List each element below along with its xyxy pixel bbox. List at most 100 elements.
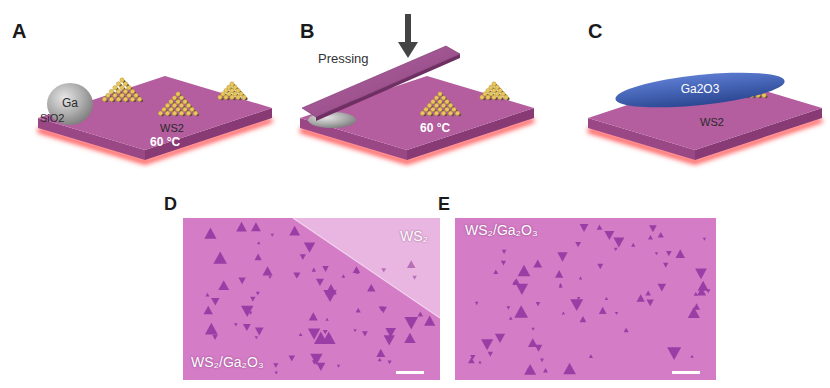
tungsten-atom (109, 97, 113, 101)
tungsten-atom (165, 111, 169, 115)
ws2-flake (475, 302, 479, 305)
node-text: WS₂/Ga₂O₃ (191, 354, 264, 370)
tungsten-atom (452, 107, 456, 111)
ws2-flake (207, 311, 210, 314)
ws2-flake (293, 272, 300, 278)
ws2-flake (481, 339, 493, 350)
tungsten-atom (445, 100, 449, 104)
ws2-flake (536, 302, 541, 306)
action-label: Pressing (318, 52, 369, 67)
tungsten-atom (434, 103, 438, 107)
tungsten-atom (420, 111, 424, 115)
ws2-flake (658, 232, 664, 237)
substrate-top (38, 76, 272, 150)
bare-ws2-region (293, 218, 440, 318)
tungsten-atom (165, 103, 169, 107)
tungsten-atom (158, 111, 162, 115)
ws2-flake (353, 329, 356, 332)
ws2-flake (543, 368, 548, 372)
ws2-flake (238, 277, 245, 284)
tungsten-atom (236, 95, 240, 99)
ws2-flake (308, 328, 320, 339)
ws2-flake (514, 305, 528, 318)
ws2-flake (533, 260, 542, 268)
panel-letter: E (438, 194, 450, 215)
ws2-flake (255, 336, 258, 339)
node-text: Ga2O3 (612, 70, 788, 110)
ws2-flake (513, 278, 520, 285)
ws2-flake (353, 266, 361, 273)
ws2-flake (342, 274, 346, 277)
tungsten-atom (438, 100, 442, 104)
ws2-flake (599, 307, 607, 314)
ws2-flake (631, 243, 635, 247)
ws2-flake (518, 265, 531, 277)
tungsten-atom (492, 95, 496, 99)
tungsten-atom (123, 89, 127, 93)
tungsten-atom (123, 97, 127, 101)
ws2-flake (613, 238, 624, 248)
micrograph: WS₂WS₂/Ga₂O₃ (183, 218, 440, 380)
ws2-flake (604, 231, 614, 240)
ws2-flake (614, 248, 618, 251)
tungsten-atom (448, 111, 452, 115)
ws2-flake (323, 330, 328, 334)
ws2-flake (337, 365, 340, 368)
ws2-flake (424, 315, 435, 325)
ws2-flake (407, 260, 415, 268)
tungsten-atom (218, 95, 222, 99)
micrograph-ground (455, 218, 716, 380)
tungsten-atom (224, 95, 228, 99)
ws2-flake (378, 358, 382, 362)
ws2-flake (562, 312, 565, 315)
ws2-flake (271, 234, 274, 237)
tungsten-atom (109, 89, 113, 93)
ws2-flake (299, 333, 303, 336)
tungsten-atom (113, 93, 117, 97)
tungsten-atom (441, 111, 445, 115)
ws2-flake (251, 222, 261, 231)
node-shape (455, 218, 716, 380)
tungsten-atom (137, 97, 141, 101)
ws2-flake (376, 349, 385, 357)
ws2-flake (304, 242, 315, 252)
ws2-flake (325, 318, 328, 321)
tungsten-atom (172, 96, 176, 100)
ws2-flake (468, 357, 475, 363)
tungsten-atom (434, 111, 438, 115)
tungsten-atom (504, 95, 508, 99)
ws2-flake (241, 306, 253, 317)
tungsten-atom (123, 82, 127, 86)
material-label: WS2 (160, 122, 184, 135)
ws2-flake (296, 273, 300, 276)
ws2-flake (387, 361, 391, 365)
ws2-flake (667, 347, 681, 360)
tungsten-atom (130, 97, 134, 101)
ws2-flake (379, 307, 385, 312)
ws2-flake (418, 311, 424, 316)
press-arrow-head (398, 42, 418, 58)
tungsten-atom (130, 89, 134, 93)
ws2-flake (624, 328, 629, 333)
ws2-flake (507, 306, 511, 309)
ws2-flake (637, 294, 645, 302)
ws2-flake (509, 316, 513, 319)
ws2-flake (649, 225, 657, 232)
tungsten-atom (120, 86, 124, 90)
tungsten-atom (176, 92, 180, 96)
ws2-flake (234, 323, 238, 326)
ws2-flake (706, 289, 710, 293)
ws2-flake (356, 308, 361, 313)
ws2-flake (580, 316, 587, 322)
tungsten-atom (183, 107, 187, 111)
ws2-flake (580, 224, 589, 232)
tungsten-atom (134, 93, 138, 97)
tungsten-atom (169, 100, 173, 104)
region-edge (293, 218, 440, 318)
ws2-flake (645, 291, 650, 296)
ws2-flake (488, 352, 493, 357)
ws2-lattice (480, 82, 510, 100)
ws2-flake (655, 252, 658, 255)
ws2-lattice (420, 92, 461, 117)
ws2-flake (559, 284, 563, 288)
